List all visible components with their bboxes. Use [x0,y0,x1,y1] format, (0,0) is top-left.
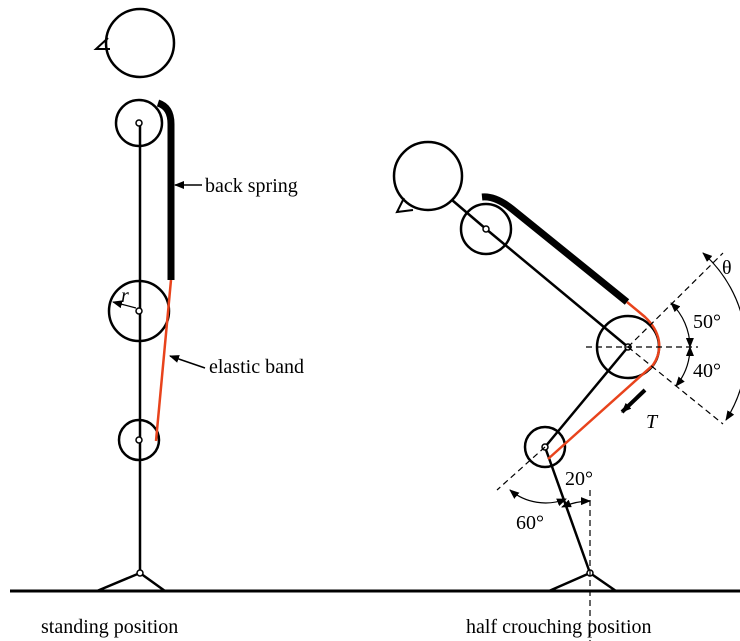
crouching-figure: T θ 50° 40° 20° 60° [392,140,740,641]
tension-label: T [646,411,659,433]
standing-nose [93,37,110,50]
elastic-band-label: elastic band [209,356,304,378]
crouching-back-spring [481,193,630,305]
crouching-nose [395,197,414,214]
radius-label: r [121,285,129,307]
standing-hip-pin [135,307,143,315]
standing-knee-pin [135,436,143,444]
standing-head [104,7,176,79]
angle-20-arc [561,497,591,508]
crouching-caption: half crouching position [466,616,652,638]
crouching-head [392,140,464,212]
crouching-shin [543,446,592,574]
angle-20-label: 20° [565,468,593,490]
elastic-band-arrow [169,355,206,369]
standing-shoulder-pin [135,119,143,127]
standing-foot [96,571,166,593]
standing-knee-joint [117,418,161,462]
standing-figure: r back spring elastic band [93,7,304,593]
angle-60-arc [509,489,567,507]
crouching-thigh [544,346,629,448]
radius-arrow [112,300,137,309]
crouching-neck [451,199,487,230]
hip-lower-reference [627,346,724,425]
angle-40-label: 40° [693,360,721,382]
theta-label: θ [722,257,732,279]
standing-elastic-band [154,279,173,442]
tension-arrow [620,388,647,414]
crouching-foot [548,571,617,593]
crouching-shoulder-pin [482,225,490,233]
crouching-shoulder-joint [459,202,513,256]
standing-shoulder-joint [114,98,164,148]
angle-40-arc [675,346,694,387]
angle-50-label: 50° [693,311,721,333]
angle-50-arc [670,302,694,348]
knee-reference [496,446,546,491]
crouching-knee-joint [523,425,567,469]
angle-60-label: 60° [516,512,544,534]
theta-arc [702,252,740,421]
back-spring-label: back spring [205,175,298,197]
crouching-elastic-band [547,301,661,460]
standing-caption: standing position [41,616,178,638]
standing-back-spring [156,99,175,280]
standing-ankle-pin [136,569,144,577]
